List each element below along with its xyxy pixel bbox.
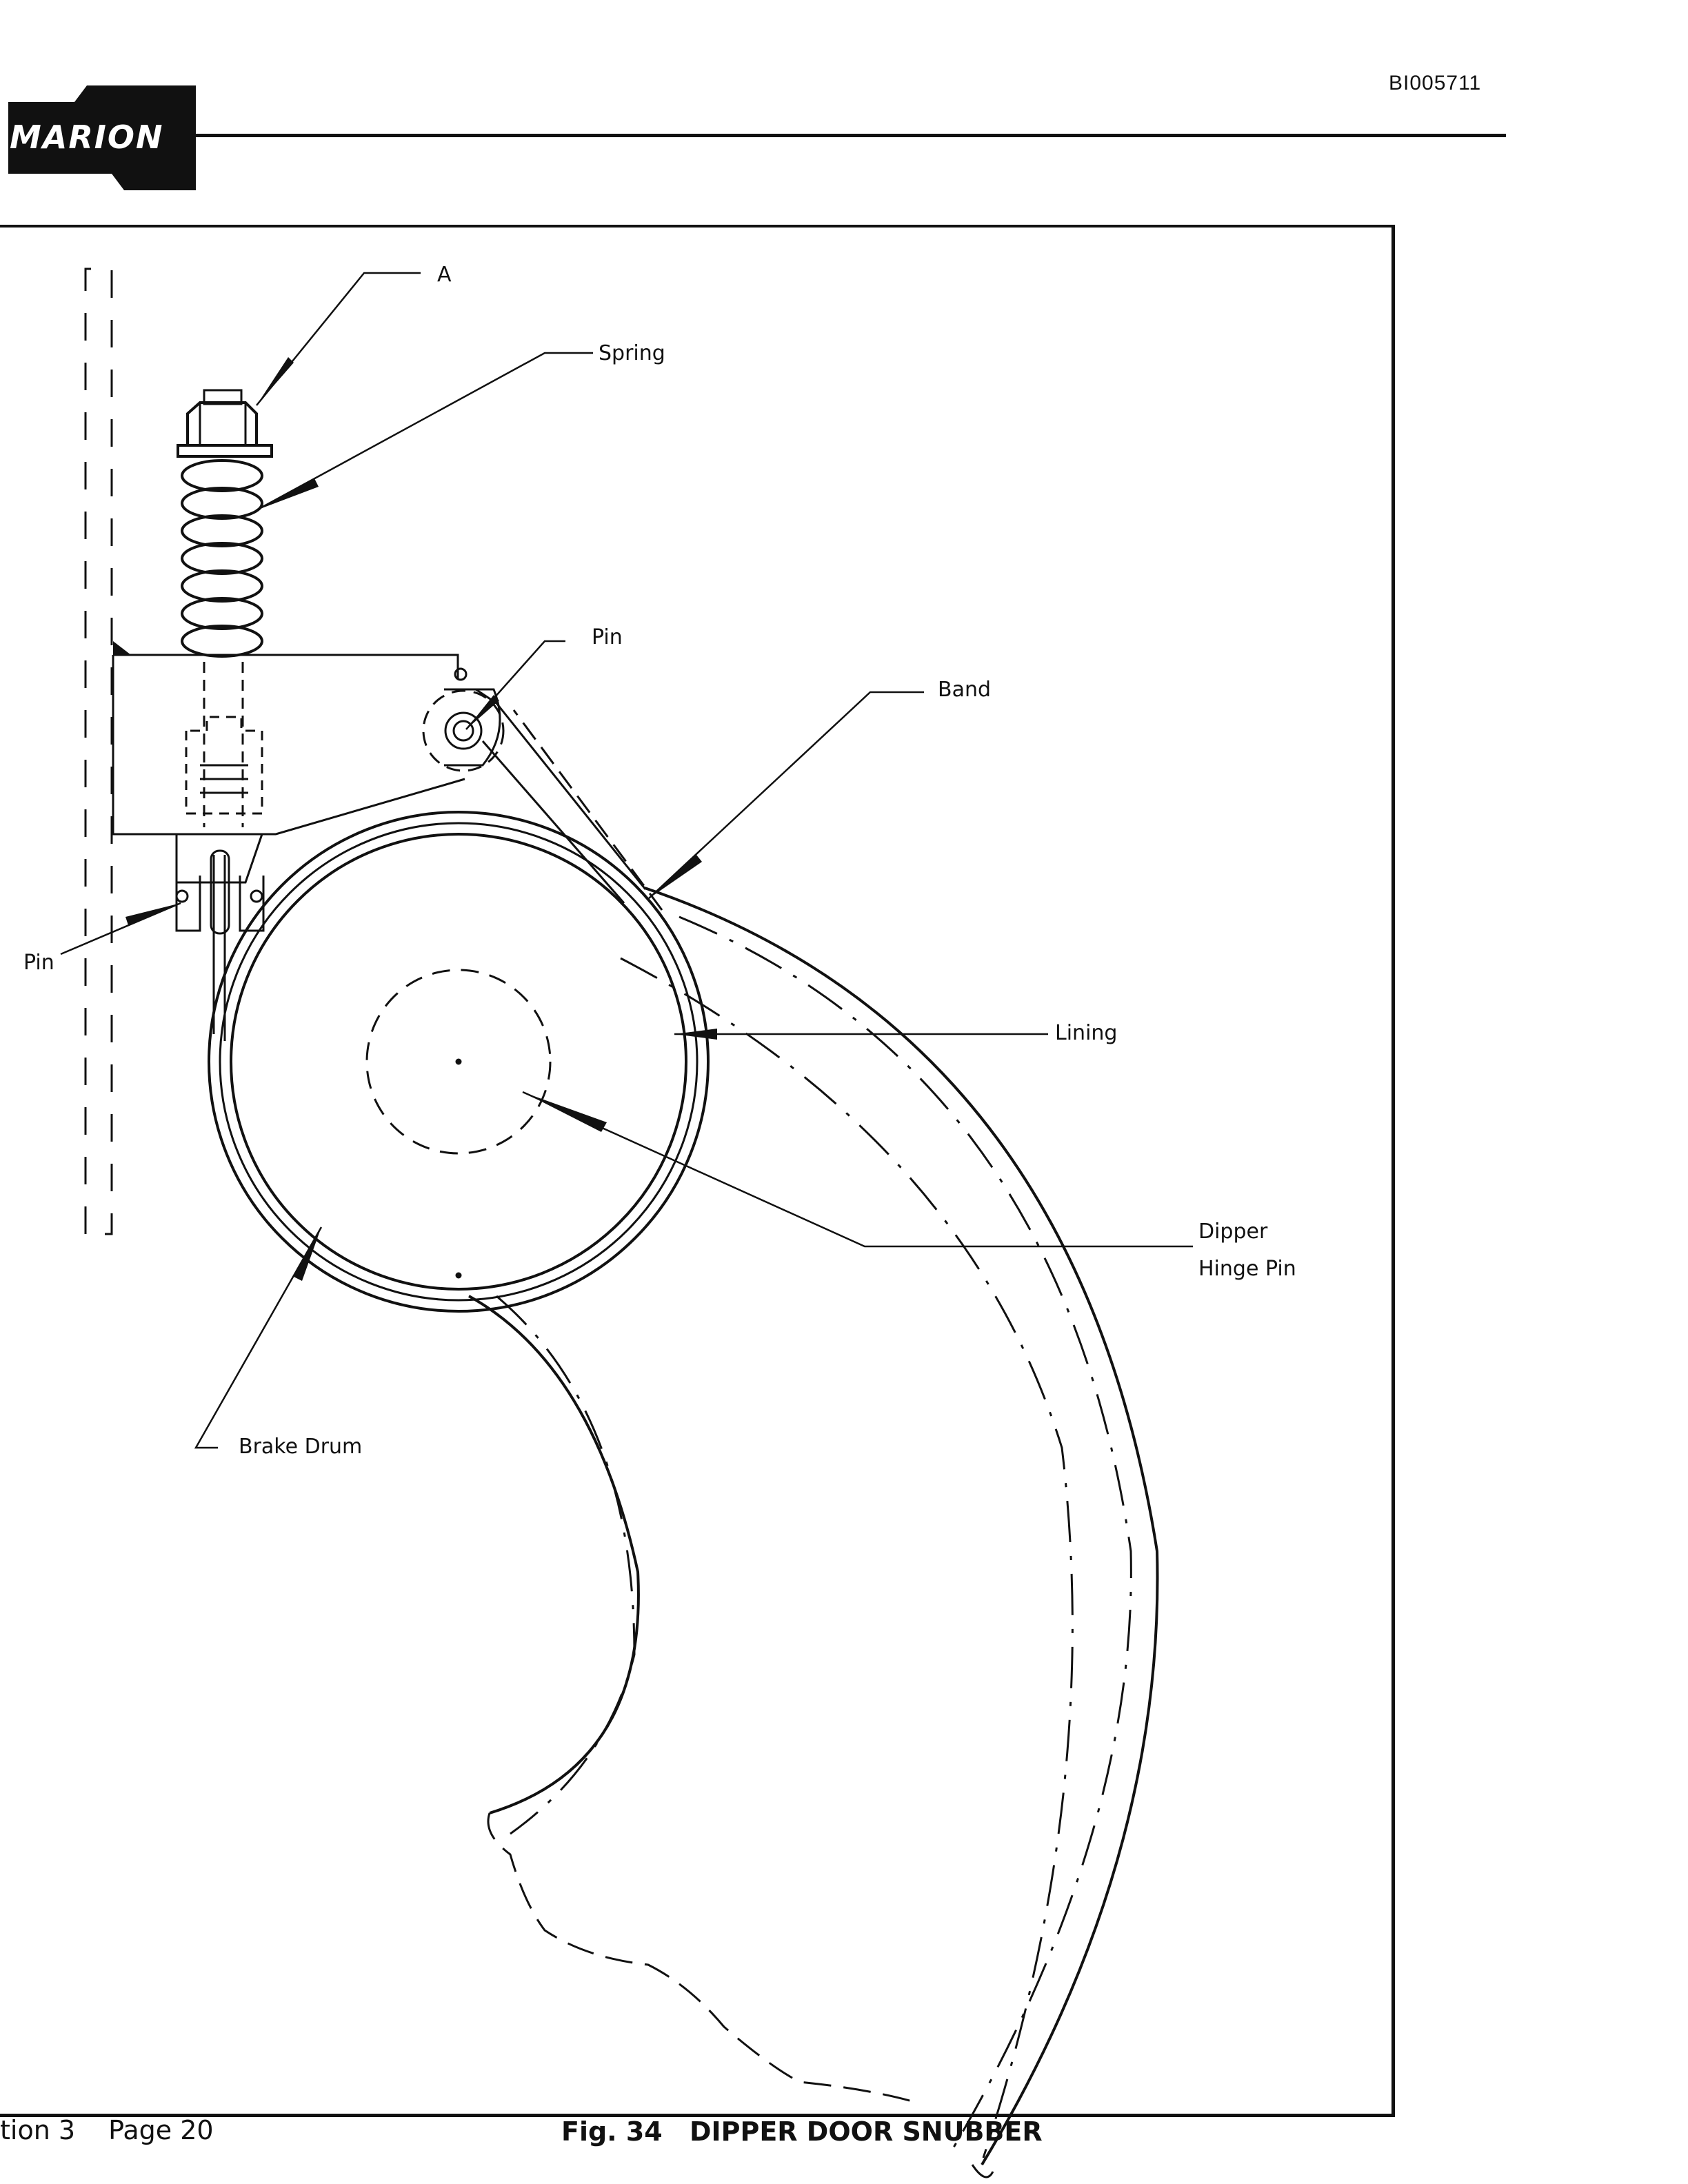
figure-title: DIPPER DOOR SNUBBER xyxy=(689,2116,1043,2147)
callout-brake-drum: Brake Drum xyxy=(239,1435,362,1459)
callout-pin-left: Pin xyxy=(23,951,54,975)
document-id: BI005711 xyxy=(1389,72,1482,94)
marion-logo xyxy=(8,85,196,190)
figure-frame xyxy=(0,225,1395,2117)
callout-spring: Spring xyxy=(599,341,665,365)
callout-hinge-pin: Hinge Pin xyxy=(1198,1257,1296,1281)
page-footer: tion 3 Page 20 xyxy=(0,2115,239,2145)
header-rule xyxy=(196,134,1506,137)
callout-dipper: Dipper xyxy=(1198,1220,1268,1244)
section-label: tion 3 xyxy=(0,2115,76,2145)
callout-a: A xyxy=(437,263,452,287)
figure-number: Fig. 34 xyxy=(561,2116,663,2147)
callout-band: Band xyxy=(938,678,991,702)
figure-caption: Fig. 34 DIPPER DOOR SNUBBER xyxy=(561,2116,1043,2147)
page-number: Page 20 xyxy=(108,2115,214,2145)
logo-text: MARION xyxy=(10,119,164,156)
callout-lining: Lining xyxy=(1055,1021,1117,1045)
callout-pin-top: Pin xyxy=(592,625,623,649)
